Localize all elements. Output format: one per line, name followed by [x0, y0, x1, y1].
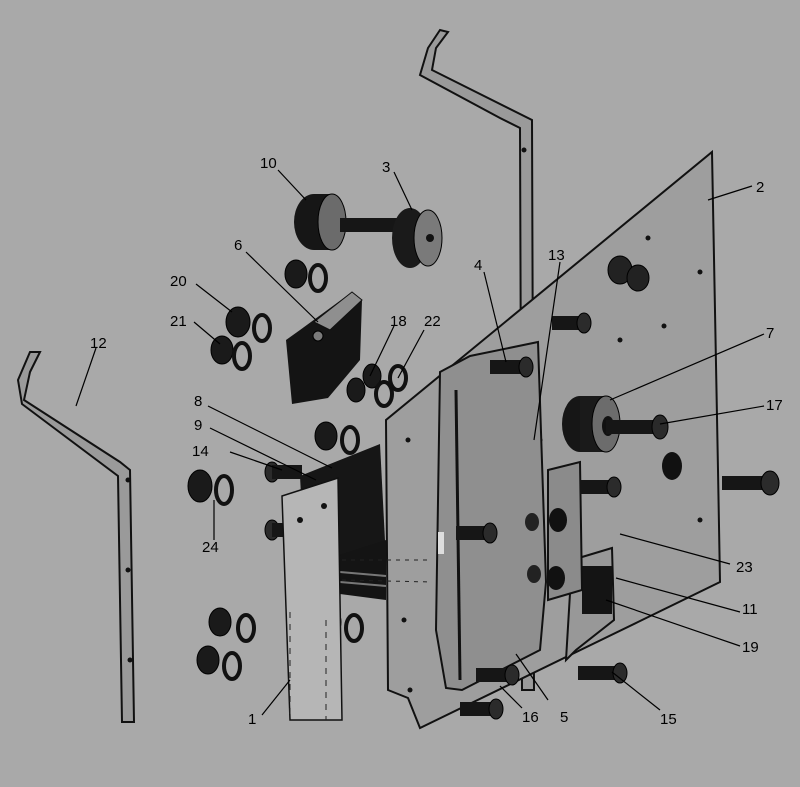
bolts-14 — [264, 461, 302, 541]
callout-labels: 1 2 3 4 5 6 7 8 9 10 11 12 13 14 15 16 1… — [90, 155, 783, 728]
callout-23: 23 — [736, 559, 753, 576]
callout-10: 10 — [260, 155, 277, 172]
callout-19: 19 — [742, 639, 759, 656]
callout-2: 2 — [756, 179, 764, 196]
callout-3: 3 — [382, 159, 390, 176]
callout-15: 15 — [660, 711, 677, 728]
callout-14: 14 — [192, 443, 209, 460]
link-plate — [525, 460, 584, 602]
bracket-12 — [16, 351, 136, 723]
callout-18: 18 — [390, 313, 407, 330]
roller-10 — [294, 193, 347, 251]
callout-17: 17 — [766, 397, 783, 414]
bolt-13 — [552, 312, 592, 334]
callout-5: 5 — [560, 709, 568, 726]
callout-9: 9 — [194, 417, 202, 434]
callout-8: 8 — [194, 393, 202, 410]
bolt-right — [722, 470, 780, 496]
bolt-15 — [578, 662, 628, 684]
bolt-17 — [606, 414, 669, 440]
callout-20: 20 — [170, 273, 187, 290]
callout-24: 24 — [202, 539, 219, 556]
plate-1 — [281, 476, 343, 721]
callout-16: 16 — [522, 709, 539, 726]
callout-1: 1 — [248, 711, 256, 728]
shaft-3 — [340, 208, 443, 268]
callout-6: 6 — [234, 237, 242, 254]
alignment-lines — [341, 559, 433, 583]
callout-12: 12 — [90, 335, 107, 352]
bolt-4 — [490, 356, 534, 378]
bolt-mid — [456, 522, 498, 544]
callout-11: 11 — [742, 601, 758, 618]
callout-21: 21 — [170, 313, 187, 330]
callout-13: 13 — [548, 247, 565, 264]
lever-6 — [286, 291, 363, 404]
leader-lines — [75, 169, 765, 716]
bolt-23 — [580, 476, 622, 498]
callout-4: 4 — [474, 257, 482, 274]
callout-7: 7 — [766, 325, 774, 342]
bolts-16 — [460, 664, 520, 720]
callout-22: 22 — [424, 313, 441, 330]
